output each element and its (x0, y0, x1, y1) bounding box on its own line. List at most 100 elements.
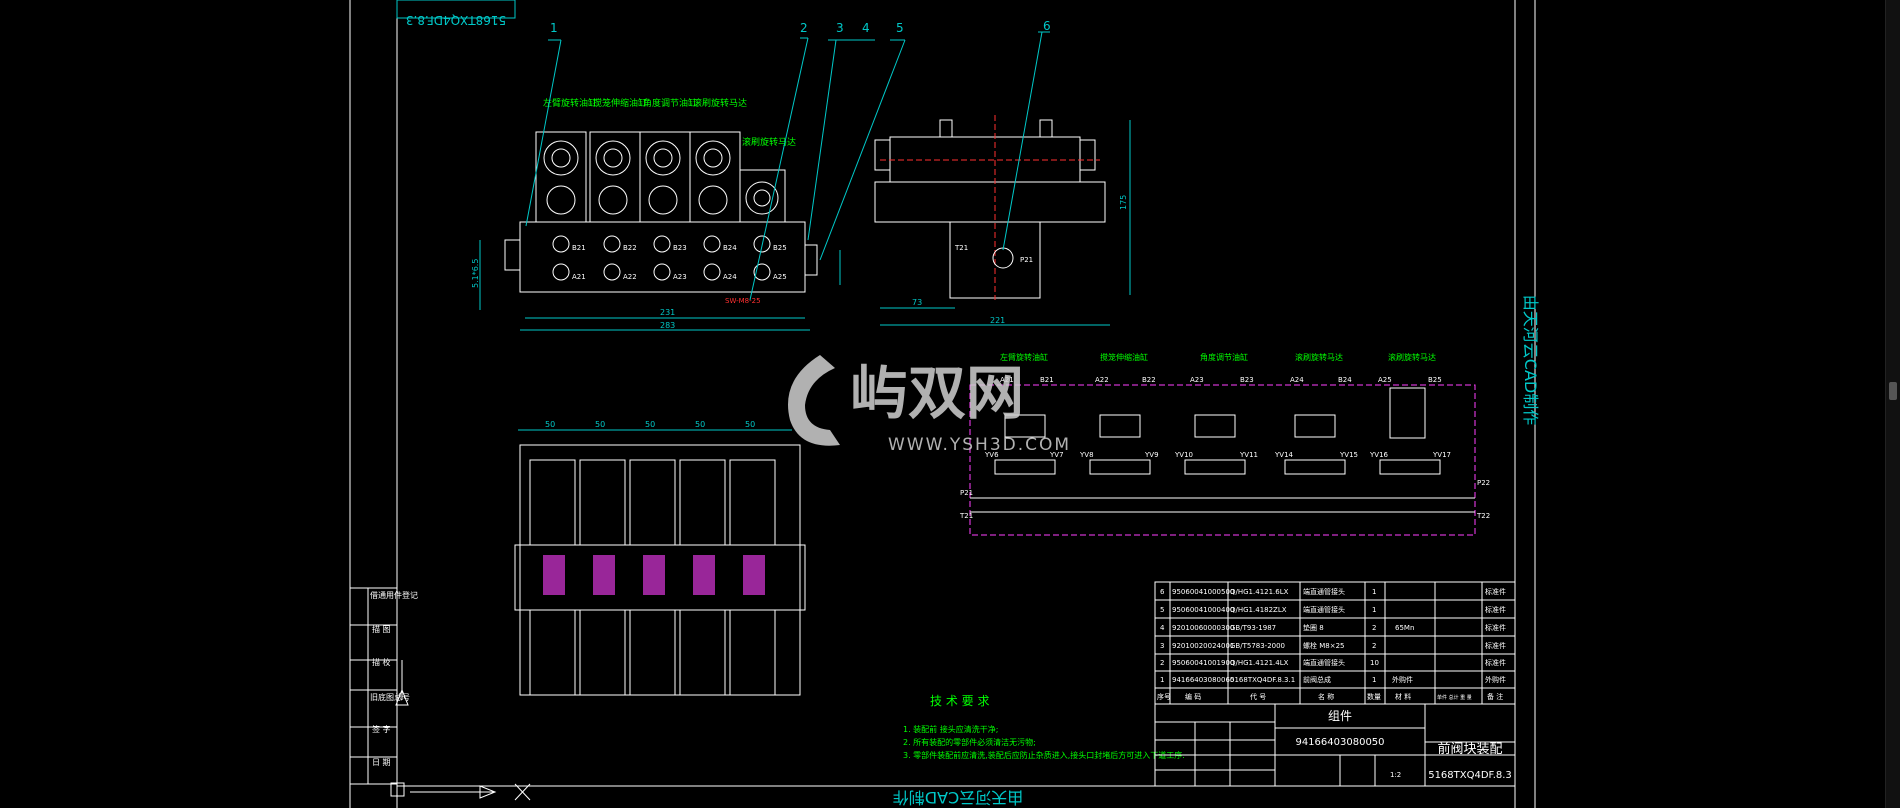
schem-a23: A23 (1190, 376, 1204, 384)
bom-r2-note: 标准件 (1485, 605, 1506, 614)
bom-r3-std: GB/T93-1987 (1230, 624, 1276, 632)
schem-yv6: YV6 (984, 451, 999, 459)
dim-231: 231 (660, 308, 675, 317)
bom-r5-std: Q/HG1.4121.4LX (1230, 659, 1289, 667)
bom-h-weight: 单件 总计 重 量 (1437, 694, 1472, 701)
schem-yv9: YV9 (1144, 451, 1159, 459)
bom-r4-note: 标准件 (1485, 641, 1506, 650)
bom-r1-qty: 1 (1372, 588, 1376, 596)
bom-r6-note: 外购件 (1485, 675, 1506, 684)
drawing-frame (349, 0, 1536, 808)
tech-req-heading: 技 术 要 求 (930, 694, 989, 708)
bom-h-name: 名 称 (1318, 692, 1334, 701)
bom-r2-qty: 1 (1372, 606, 1376, 614)
bom-r5-seq: 2 (1160, 659, 1164, 667)
bom-r4-std: GB/T5783-2000 (1230, 642, 1285, 650)
bom-r1-note: 标准件 (1485, 587, 1506, 596)
port-b21: B21 (572, 244, 586, 252)
callout-3: 3 (836, 21, 844, 35)
left-label-1: 借通用件登记 (370, 590, 418, 600)
bom-h-code: 编 码 (1185, 692, 1201, 701)
bom-h-note: 备 注 (1487, 692, 1503, 701)
bom-r5-note: 标准件 (1485, 658, 1506, 667)
front-view[interactable]: B21 B22 B23 B24 B25 A21 A22 A23 A24 A25 … (471, 21, 906, 331)
bom-r4-seq: 3 (1160, 642, 1164, 650)
bom-r3-qty: 2 (1372, 624, 1376, 632)
port-a22: A22 (623, 273, 637, 281)
schem-label-2: 搅笼伸缩油缸 (1100, 352, 1148, 362)
bom-r3-note: 标准件 (1485, 623, 1506, 632)
side-dim-175: 175 (1119, 195, 1128, 210)
schem-yv7: YV7 (1049, 451, 1064, 459)
bom-r1-name: 端直通管接头 (1303, 587, 1345, 596)
bom-h-mat: 材 料 (1395, 692, 1411, 701)
top-dim-1: 50 (545, 420, 555, 429)
front-label-2: 搅笼伸缩油缸 (593, 97, 647, 109)
side-view[interactable]: T21 P21 6 73 221 175 (874, 19, 1131, 326)
schem-a25: A25 (1378, 376, 1392, 384)
watermark-url: WWW.YSH3D.COM (888, 435, 1071, 455)
watermark-logo: 屿双网 WWW.YSH3D.COM (788, 355, 1071, 455)
bom-r2-std: Q/HG1.4182ZLX (1230, 606, 1287, 614)
top-dim-3: 50 (645, 420, 655, 429)
bom-r3-mat: 65Mn (1395, 624, 1414, 632)
watermark-logo-text: 屿双网 (850, 359, 1024, 427)
side-callout-6: 6 (1043, 19, 1051, 33)
schem-b21: B21 (1040, 376, 1054, 384)
bom-r2-name: 端直通管接头 (1303, 605, 1345, 614)
top-view[interactable]: 50 50 50 50 50 (514, 420, 806, 696)
bom-r1-code: 95060041000500 (1172, 588, 1234, 596)
watermark-right: 由天河云CAD制作 (1521, 295, 1540, 425)
top-dim-4: 50 (695, 420, 705, 429)
port-b25: B25 (773, 244, 787, 252)
hydraulic-schematic[interactable]: 左臂旋转油缸 搅笼伸缩油缸 角度调节油缸 滚刷旋转马达 滚刷旋转马达 A21 A… (959, 352, 1490, 536)
schem-label-3: 角度调节油缸 (1200, 352, 1248, 362)
title-scale: 1:2 (1390, 771, 1401, 779)
schem-t21: T21 (959, 512, 973, 520)
ucs-icon (395, 660, 531, 801)
front-label-3: 角度调节油缸 (643, 97, 697, 109)
watermark-bottom: 由天河云CAD制作 (893, 788, 1023, 807)
front-label-1: 左臂旋转油缸 (543, 97, 597, 109)
schem-yv16: YV16 (1369, 451, 1389, 459)
top-dim-2: 50 (595, 420, 605, 429)
schem-yv14: YV14 (1274, 451, 1294, 459)
schem-p22: P22 (1477, 479, 1490, 487)
top-dim-5: 50 (745, 420, 755, 429)
callout-5: 5 (896, 21, 904, 35)
side-dim-221: 221 (990, 316, 1005, 325)
port-b23: B23 (673, 244, 687, 252)
bom-h-seq: 序号 (1157, 692, 1171, 701)
tech-req-item-3: 3. 零部件装配前应清洗,装配后应防止杂质进入,接头口封堵后方可进入下道工序. (903, 750, 1185, 760)
scrollbar-thumb[interactable] (1889, 382, 1897, 400)
title-part-code: 94166403080050 (1295, 737, 1384, 748)
bom-r3-code: 92010060000300 (1172, 624, 1234, 632)
drawing-number-box: 5168TXQ4DF.8.3 (396, 0, 516, 27)
title-drawing-no: 5168TXQ4DF.8.3 (1428, 770, 1512, 781)
bom-r2-code: 95060041000400 (1172, 606, 1234, 614)
title-block[interactable]: 组件 94166403080050 前阀块装配 5168TXQ4DF.8.3 1… (1154, 703, 1516, 787)
port-a24: A24 (723, 273, 737, 281)
bom-table[interactable]: 6 95060041000500 Q/HG1.4121.6LX 端直通管接头 1… (1154, 581, 1516, 705)
front-label-4: 滚刷旋转马达 (693, 97, 747, 109)
left-label-2: 描 图 (372, 624, 391, 634)
vertical-scrollbar[interactable] (1885, 0, 1900, 808)
bom-r4-qty: 2 (1372, 642, 1376, 650)
schem-a22: A22 (1095, 376, 1109, 384)
port-b24: B24 (723, 244, 737, 252)
port-a21: A21 (572, 273, 586, 281)
schem-label-5: 滚刷旋转马达 (1388, 352, 1436, 362)
schem-b25: B25 (1428, 376, 1442, 384)
technical-requirements: 技 术 要 求 1. 装配前 接头应清洗干净; 2. 所有装配的零部件必须清洁无… (903, 694, 1185, 760)
tech-req-item-1: 1. 装配前 接头应清洗干净; (903, 724, 998, 734)
bom-r6-seq: 1 (1160, 676, 1164, 684)
schem-b23: B23 (1240, 376, 1254, 384)
bom-r5-name: 端直通管接头 (1303, 658, 1345, 667)
bom-r5-code: 95060041001900 (1172, 659, 1234, 667)
schem-yv15: YV15 (1339, 451, 1358, 459)
port-a23: A23 (673, 273, 687, 281)
side-port-t21: T21 (954, 244, 968, 252)
callout-2: 2 (800, 21, 808, 35)
bom-h-std: 代 号 (1250, 692, 1266, 701)
